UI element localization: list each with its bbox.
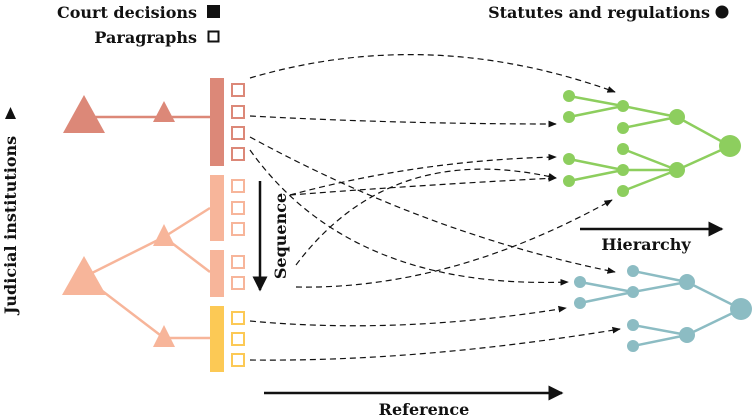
institution-bottom-small-icon [153, 325, 175, 347]
statute-node [617, 100, 629, 112]
judicial-institutions-label-group: Judicial institutions [1, 107, 20, 316]
statute-edge [568, 157, 624, 172]
paragraph-square [231, 105, 245, 119]
statute-edge [579, 290, 634, 305]
statute-edge [632, 280, 688, 294]
statute-node [563, 175, 575, 187]
sequence-axis: Sequence [252, 181, 290, 292]
statute-edge [632, 333, 688, 348]
paragraph-square [231, 332, 245, 346]
paragraph-square [231, 222, 245, 236]
institution-top-large-icon [63, 95, 105, 133]
reference-link [249, 115, 557, 128]
statute-edge [622, 104, 678, 119]
reference-link [249, 54, 616, 93]
paragraph-square [231, 276, 245, 290]
statute-node [617, 143, 629, 155]
statute-node [627, 319, 639, 331]
statute-node [627, 340, 639, 352]
reference-label: Reference [379, 400, 470, 419]
statute-node [617, 122, 629, 134]
institution-bottom-large-icon [62, 256, 106, 295]
reference-link [289, 153, 557, 196]
statute-node [574, 276, 586, 288]
statute-edge [568, 104, 624, 119]
paragraph-squares [231, 83, 245, 367]
institution-legend-icon [5, 107, 16, 119]
paragraph-square [231, 311, 245, 325]
paragraph-square [231, 353, 245, 367]
court-decision-legend-icon [207, 5, 220, 18]
paragraph-square [231, 201, 245, 215]
statute-edge [622, 168, 678, 193]
statute-nodes-teal [574, 265, 752, 352]
legend-paragraphs-label: Paragraphs [94, 28, 197, 47]
statute-node [617, 185, 629, 197]
statute-edge [568, 94, 624, 108]
reference-link [289, 175, 557, 196]
institution-edge [83, 235, 165, 279]
statute-node [617, 164, 629, 176]
reference-links [249, 54, 621, 361]
institution-edge [163, 206, 211, 239]
institution-tree [62, 95, 211, 347]
paragraph-square [231, 83, 245, 97]
legend: Court decisions Paragraphs Statutes and … [57, 3, 729, 47]
hierarchy-axis: Hierarchy [580, 221, 724, 254]
statute-edge [632, 269, 688, 284]
statute-tree-green [568, 94, 731, 193]
statute-root-node [730, 298, 752, 320]
court-decision-bars [210, 78, 224, 372]
statute-node [669, 109, 685, 125]
paragraph-square [231, 147, 245, 161]
reference-link [249, 149, 569, 286]
legend-court-decisions-label: Court decisions [57, 3, 197, 22]
statute-node [563, 153, 575, 165]
court-decision-bar [210, 78, 224, 166]
reference-link [249, 136, 616, 274]
statute-edge [568, 168, 624, 183]
statute-node [679, 327, 695, 343]
legend-statutes-label: Statutes and regulations [488, 3, 710, 22]
statute-node [669, 162, 685, 178]
statute-node [563, 90, 575, 102]
court-decision-bar [210, 306, 224, 372]
statute-legend-icon [715, 5, 729, 19]
statute-node [627, 265, 639, 277]
paragraph-square [231, 179, 245, 193]
statute-node [679, 274, 695, 290]
statute-node [563, 111, 575, 123]
statute-edge [579, 280, 634, 294]
court-decision-bar [210, 175, 224, 241]
paragraph-legend-icon [207, 30, 220, 43]
statute-edge [622, 115, 678, 130]
statute-edge [632, 323, 688, 337]
statute-node [627, 286, 639, 298]
hierarchy-label: Hierarchy [601, 235, 691, 254]
statute-root-node [719, 135, 741, 157]
statute-tree-teal [579, 269, 742, 348]
statute-edge [622, 147, 678, 172]
institution-top-small-icon [153, 101, 175, 122]
reference-axis: Reference [264, 385, 564, 419]
paragraph-square [231, 255, 245, 269]
reference-link [249, 305, 567, 327]
institution-mid-small-icon [153, 224, 175, 246]
judicial-institutions-label: Judicial institutions [1, 136, 20, 316]
reference-link [295, 168, 557, 266]
court-decision-bar [210, 250, 224, 297]
sequence-label: Sequence [271, 193, 290, 279]
paragraph-square [231, 126, 245, 140]
reference-link [249, 326, 621, 361]
statute-nodes-green [563, 90, 741, 197]
reference-link [295, 199, 613, 288]
statute-node [574, 297, 586, 309]
